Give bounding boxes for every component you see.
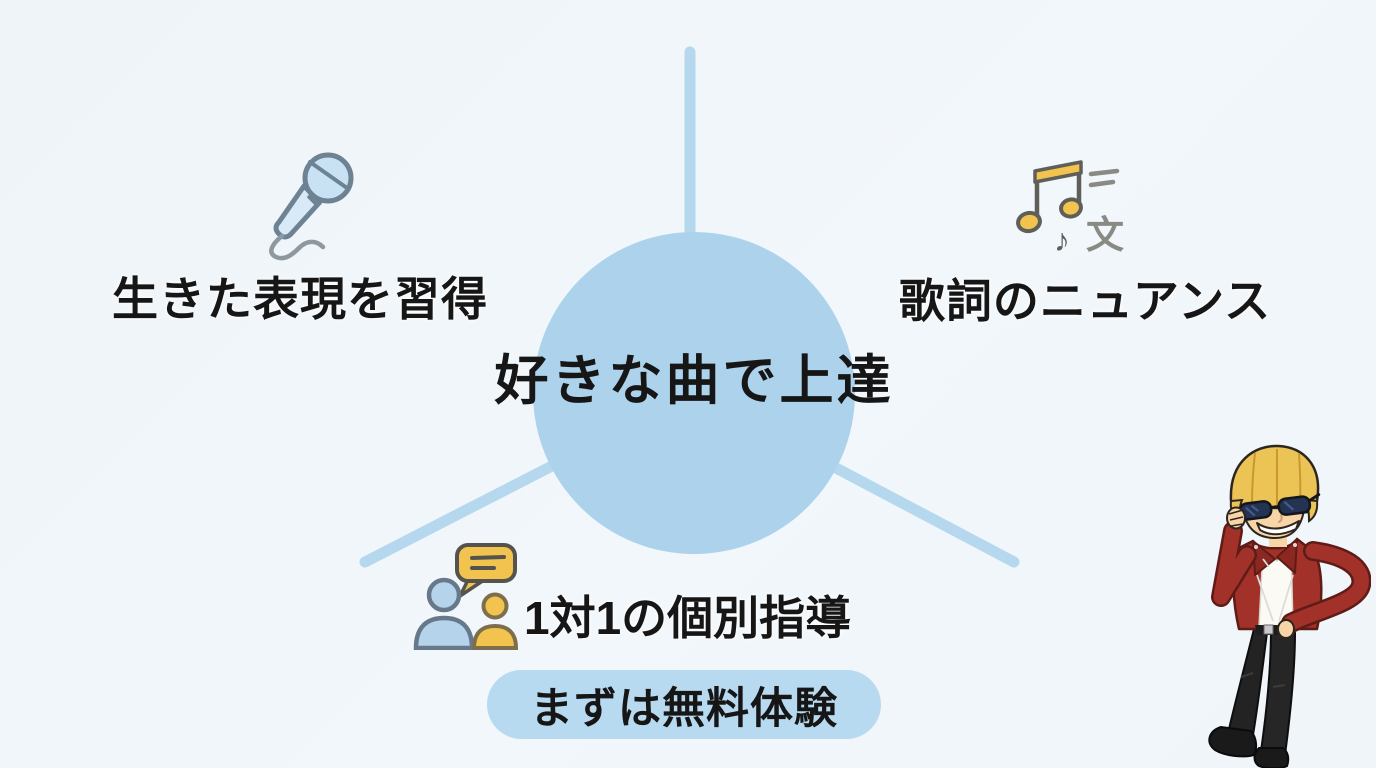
- translation-glyph: 文: [1086, 215, 1124, 257]
- microphone-icon: [269, 152, 354, 261]
- feature-label-lessons: 1対1の個別指導: [524, 592, 852, 644]
- small-note-glyph: ♪: [1054, 222, 1070, 258]
- central-circle: [533, 232, 855, 554]
- free-trial-button[interactable]: まずは無料体験: [487, 670, 881, 739]
- lyrics-translation-icon: 文 ♪: [1016, 160, 1124, 258]
- mascot-right-arm: [1277, 541, 1371, 639]
- feature-label-expressions: 生きた表現を習得: [112, 273, 488, 325]
- mascot-left-arm: [1211, 506, 1257, 607]
- free-trial-label: まずは無料体験: [530, 684, 838, 733]
- central-topic-label: 好きな曲で上達: [494, 351, 894, 412]
- feature-label-lyrics: 歌詞のニュアンス: [898, 275, 1272, 327]
- mascot-character: [1208, 444, 1371, 768]
- one-on-one-chat-icon: [413, 543, 519, 650]
- mascot-legs: [1208, 623, 1297, 768]
- mascot-sunglasses: [1238, 493, 1321, 521]
- mascot-jacket: [1232, 537, 1323, 635]
